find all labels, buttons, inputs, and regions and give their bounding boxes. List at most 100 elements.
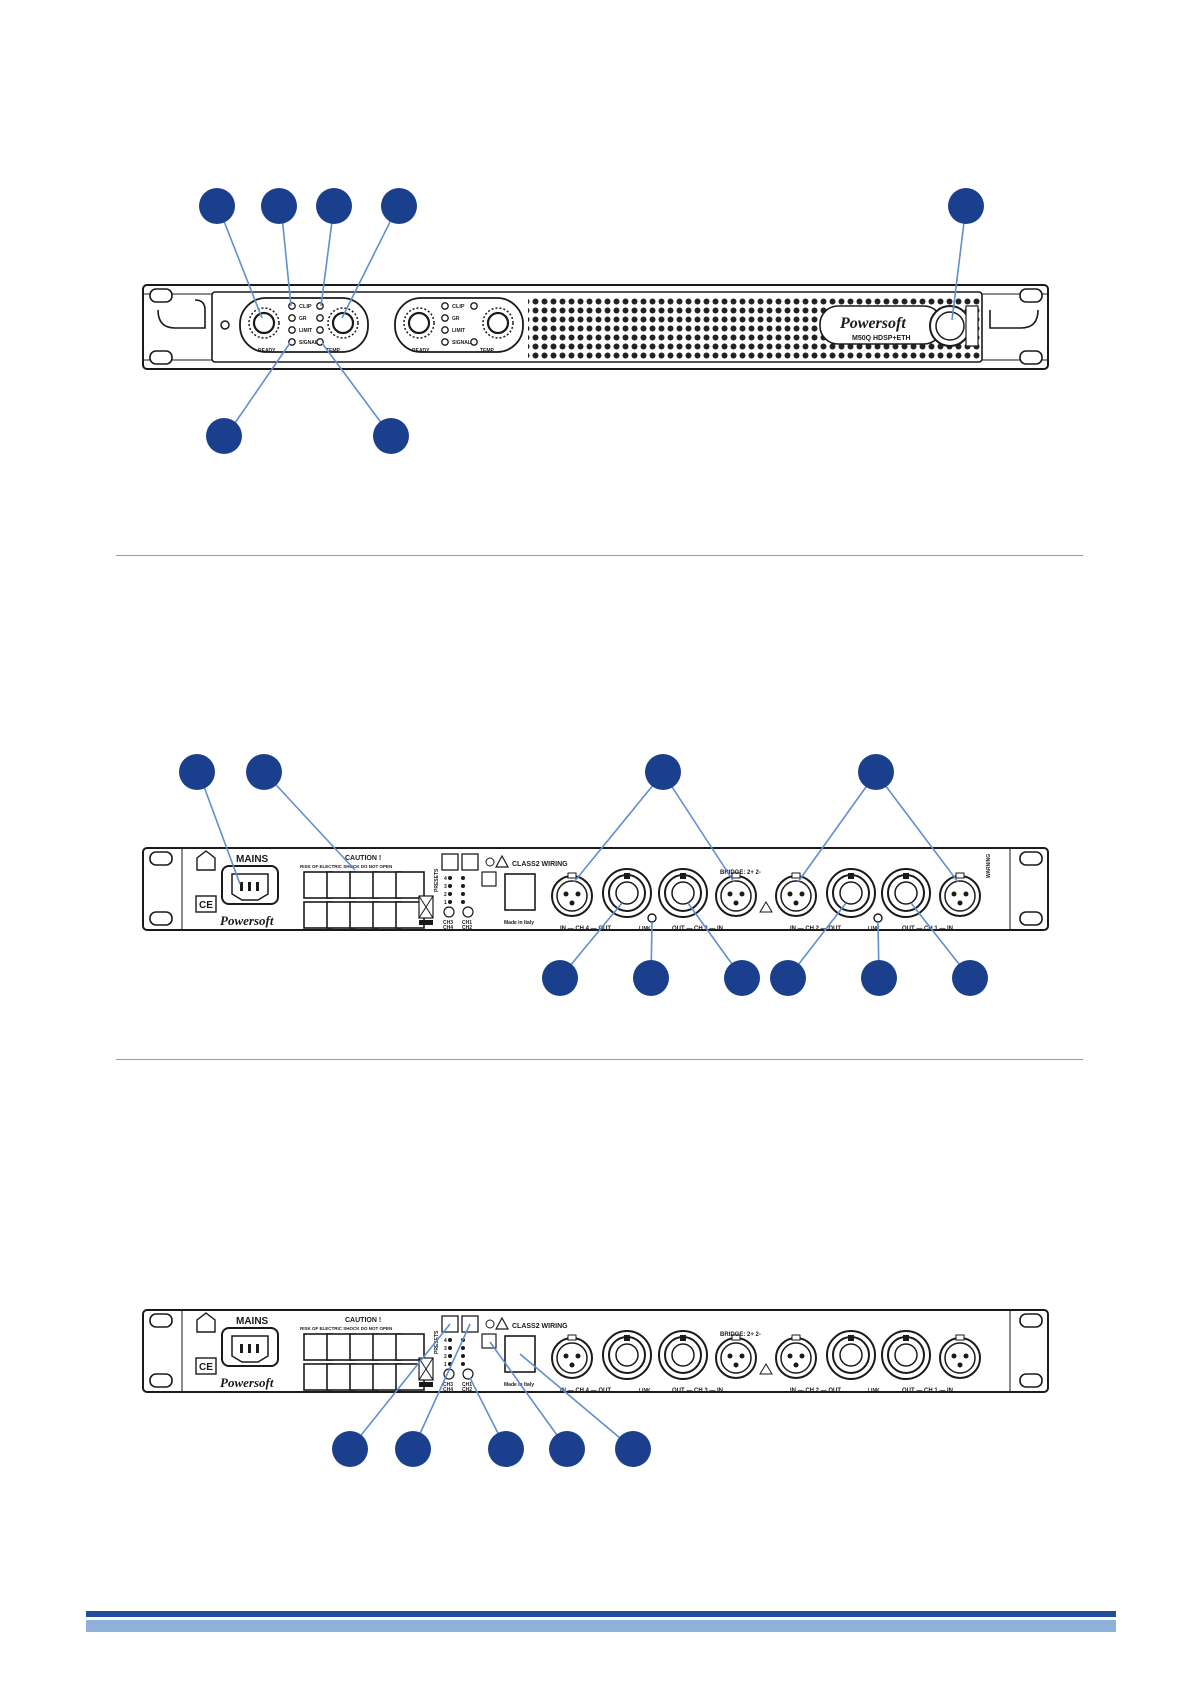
bridge-label: BRIDGE: 2+ 2-: [720, 1332, 761, 1338]
preset-number: 1: [444, 1362, 447, 1368]
caution-title: CAUTION !: [345, 1317, 381, 1324]
preset-number: 4: [444, 876, 447, 882]
speakon-output-ch3-icon: [658, 1330, 708, 1380]
rear1-callouts: [179, 754, 988, 996]
power-indicator-icon: [220, 320, 230, 330]
mains-label: MAINS: [236, 1316, 269, 1327]
ch-led-icon: [443, 906, 455, 918]
speakon-output-ch3-icon: [658, 868, 708, 918]
brand-logo: Powersoft: [839, 315, 906, 332]
channel-group-label: OUT — CH 3 — IN: [672, 926, 723, 932]
callout-marker: [858, 754, 894, 790]
preset-number: 3: [444, 1346, 447, 1352]
channel-group-label: IN — CH 2 — OUT: [790, 1388, 841, 1394]
callout-marker: [549, 1431, 585, 1467]
ce-mark-icon: [195, 1357, 217, 1375]
callout-marker: [645, 754, 681, 790]
led-column-left: [288, 302, 324, 346]
preset-leds: [448, 876, 465, 904]
callout-marker: [861, 960, 897, 996]
indoor-use-icon: [196, 1312, 216, 1333]
footer-bar-dark: [86, 1611, 1116, 1617]
mains-label: MAINS: [236, 854, 269, 865]
channel-group-label: IN — CH 2 — OUT: [790, 926, 841, 932]
channel-group-label: OUT — CH 1 — IN: [902, 1388, 953, 1394]
led-label: LIMIT: [452, 328, 465, 334]
ethernet-port-icon: [504, 873, 536, 911]
ce-label: CE: [199, 1362, 213, 1373]
callout-marker: [488, 1431, 524, 1467]
indoor-use-icon: [196, 850, 216, 871]
speakon-output-ch4-icon: [602, 868, 652, 918]
callout-marker: [199, 188, 235, 224]
callout-marker: [615, 1431, 651, 1467]
usb-port-icon: [481, 1333, 497, 1349]
ch-led-icon: [462, 1368, 474, 1380]
ch-label: CH1: [462, 1382, 472, 1388]
bridge-label: BRIDGE: 2+ 2-: [720, 870, 761, 876]
preset-leds: [448, 1338, 465, 1366]
led-label: GR: [452, 316, 460, 322]
channel-group-label: IN — CH 4 — OUT: [560, 1388, 611, 1394]
rack-slot-icon: [149, 288, 173, 303]
section-divider: [116, 1059, 1083, 1060]
presets-label: PRESETS: [434, 868, 440, 892]
link-label: LINK: [639, 1388, 651, 1394]
callout-marker: [206, 418, 242, 454]
ce-mark-icon: [195, 895, 217, 913]
preset-number: 1: [444, 900, 447, 906]
warning-triangle-icon: [494, 1316, 510, 1330]
link-label: LINK: [639, 926, 651, 932]
front-callouts: [199, 188, 984, 454]
rear-brand-logo: Powersoft: [220, 1375, 274, 1390]
led-label: GR: [299, 316, 307, 322]
led-label: SIGNAL: [299, 340, 318, 346]
front-callout-lines: [217, 205, 967, 437]
callout-marker: [770, 960, 806, 996]
link-label: LINK: [868, 1388, 880, 1394]
rack-slot-icon: [149, 911, 173, 926]
link-switch-icon: [647, 913, 657, 923]
rear-brand-logo: Powersoft: [220, 913, 274, 928]
caution-title: CAUTION !: [345, 855, 381, 862]
section-divider: [116, 555, 1083, 556]
led-label: CLIP: [452, 304, 465, 310]
callout-marker: [724, 960, 760, 996]
made-in-label: Made in Italy: [504, 920, 534, 926]
model-label: M50Q HDSP+ETH: [852, 335, 911, 342]
rear2-callouts: [332, 1431, 651, 1467]
channel-group-label: OUT — CH 3 — IN: [672, 1388, 723, 1394]
channel-group-label: IN — CH 4 — OUT: [560, 926, 611, 932]
speakon-output-ch2-icon: [826, 868, 876, 918]
dip-switch-icon: [441, 853, 459, 871]
callout-marker: [373, 418, 409, 454]
callout-marker: [179, 754, 215, 790]
callout-marker: [948, 188, 984, 224]
rack-slot-icon: [149, 1313, 173, 1328]
channel-group-label: OUT — CH 1 — IN: [902, 926, 953, 932]
callout-marker: [633, 960, 669, 996]
warning-triangle-icon: [494, 854, 510, 868]
link-switch-icon: [873, 913, 883, 923]
ch-label: CH4: [443, 1387, 453, 1393]
callout-marker: [246, 754, 282, 790]
warning-triangle-icon: [759, 901, 773, 913]
rack-slot-icon: [1019, 911, 1043, 926]
ch-label: CH3: [443, 920, 453, 926]
rack-slot-icon: [1019, 288, 1043, 303]
speakon-output-ch4-icon: [602, 1330, 652, 1380]
rack-slot-icon: [149, 350, 173, 365]
preset-number: 4: [444, 1338, 447, 1344]
callout-marker: [261, 188, 297, 224]
speakon-output-ch1-icon: [881, 868, 931, 918]
led-column-right: [441, 302, 478, 346]
caution-text: RISK OF ELECTRIC SHOCK DO NOT OPEN: [300, 1326, 392, 1331]
rack-slot-icon: [1019, 1313, 1043, 1328]
led-label: LIMIT: [299, 328, 312, 334]
dip-switch-icon: [461, 853, 479, 871]
rack-slot-icon: [149, 1373, 173, 1388]
presets-label: PRESETS: [434, 1330, 440, 1354]
ready-label: READY: [412, 348, 430, 354]
rear-panel-1: CE MAINS Powersoft CAUTION ! RISK OF ELE…: [142, 847, 1049, 932]
